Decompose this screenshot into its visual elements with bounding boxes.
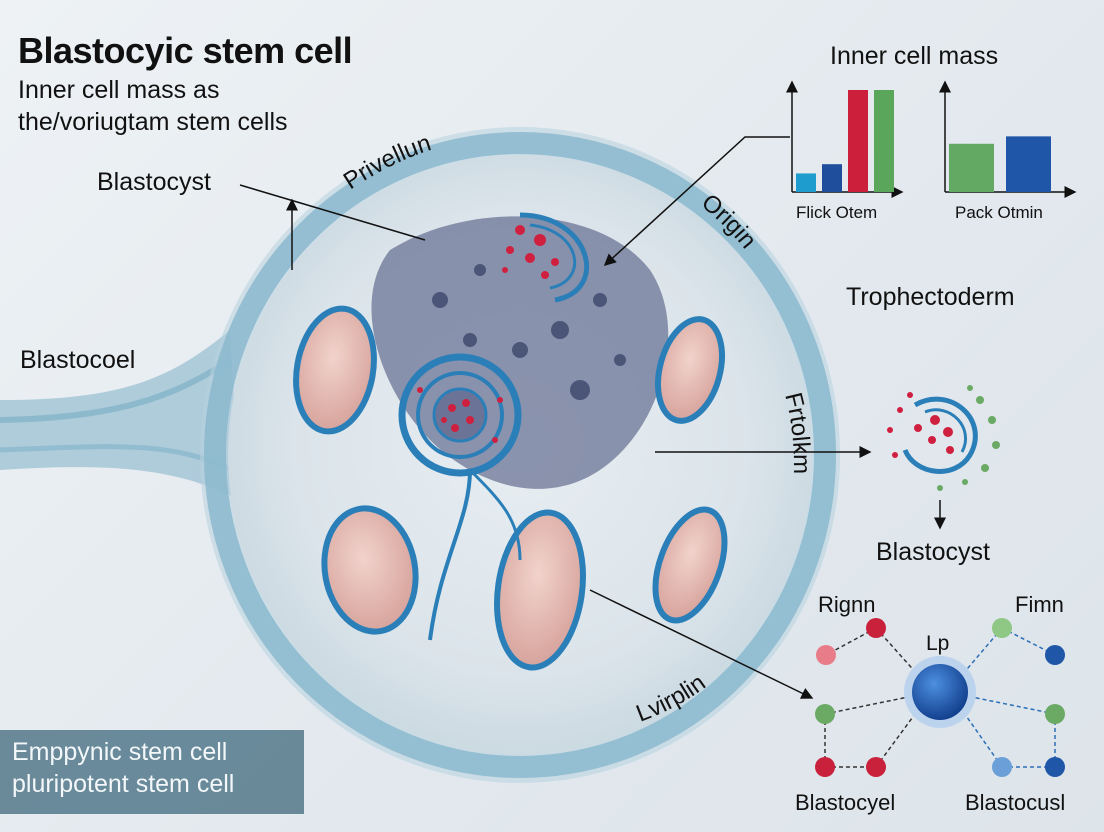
node-green-left: [815, 704, 835, 724]
node-red-bottom-left: [815, 757, 835, 777]
network-label-rignn: Rignn: [818, 592, 876, 617]
label-blastocyst-left: Blastocyst: [97, 168, 211, 196]
chart-bar: [949, 143, 994, 192]
top-spiral-cluster: [502, 212, 590, 303]
chart-bar: [1006, 136, 1051, 192]
peripheral-cells: [293, 305, 728, 671]
chart-bar: [822, 164, 842, 192]
label-blastocyst-right: Blastocyst: [876, 538, 990, 566]
chart-title: Inner cell mass: [830, 42, 999, 70]
node-lightblue-bottom: [992, 757, 1012, 777]
node-blue-right: [1045, 645, 1065, 665]
caption-banner: [0, 730, 304, 814]
chart-caption-flick-otem: Flick Otem: [796, 203, 878, 222]
node-green-top: [992, 618, 1012, 638]
node-red-bottom: [866, 757, 886, 777]
label-blastocoel: Blastocoel: [20, 346, 136, 374]
label-trophectoderm: Trophectoderm: [846, 283, 1015, 311]
chart-caption-pack-otmin: Pack Otmin: [955, 203, 1043, 222]
bar-chart-flick-otem: [786, 80, 904, 198]
central-nucleus: [398, 353, 522, 477]
node-red-top: [866, 618, 886, 638]
network-label-blastocyel: Blastocyel: [795, 790, 896, 815]
subtitle-line-2: the/voriugtam stem cells: [18, 108, 288, 136]
trophectoderm-cluster: [887, 385, 1000, 491]
network-label-lp: Lp: [926, 632, 950, 655]
subtitle-line-1: Inner cell mass as: [18, 76, 220, 104]
page-title: Blastocyic stem cell: [18, 30, 353, 71]
leader-lines: [239, 136, 946, 699]
chart-bar: [848, 90, 868, 192]
node-lp: [912, 664, 968, 720]
network-diagram: [815, 618, 1065, 777]
banner-line-1: Empрynic stem cell: [12, 738, 228, 766]
node-green-right: [1045, 704, 1065, 724]
chart-bar: [874, 90, 894, 192]
node-blue-bottom: [1045, 757, 1065, 777]
node-pink-left: [816, 645, 836, 665]
bar-chart-pack-otmin: [939, 80, 1077, 198]
network-label-blastocusl: Blastocusl: [965, 790, 1066, 815]
chart-bar: [796, 173, 816, 192]
banner-line-2: pluripotent stem cell: [12, 770, 235, 798]
network-label-fimn: Fimn: [1015, 592, 1064, 617]
